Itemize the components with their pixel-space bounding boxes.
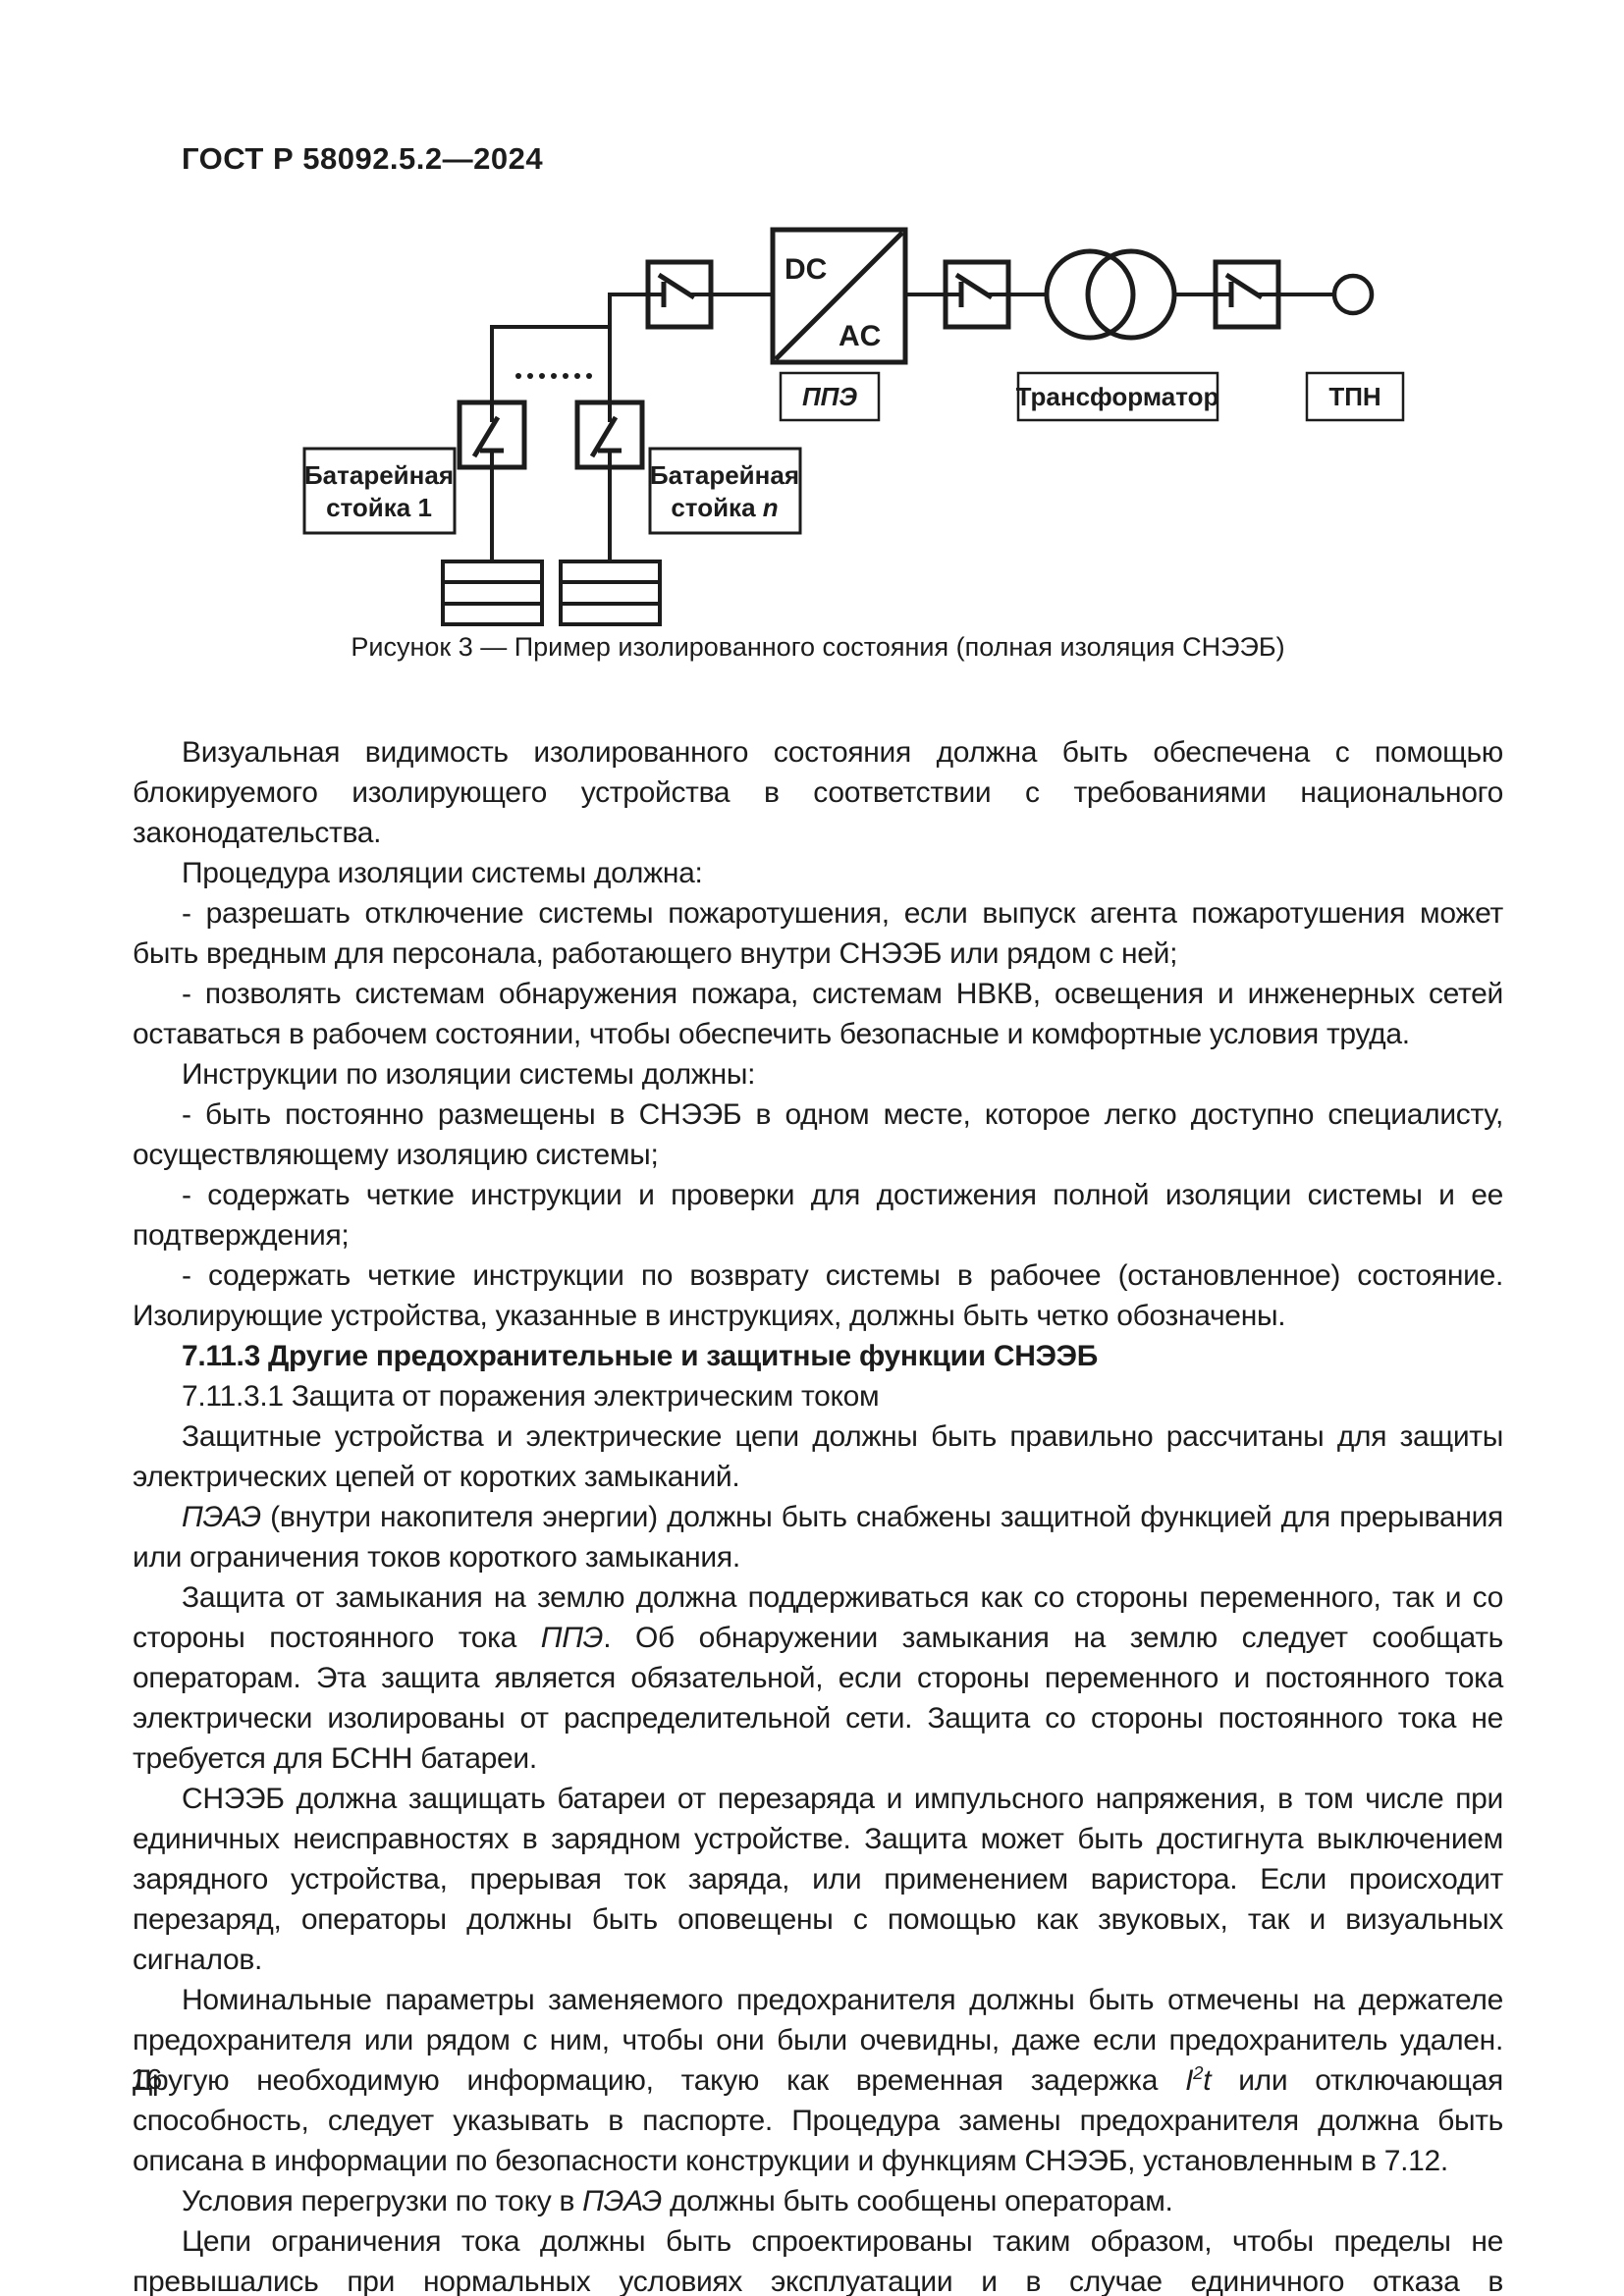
page-number: 16 xyxy=(131,2064,163,2096)
wiring-lines xyxy=(490,293,1333,561)
battery-stack-n-icon xyxy=(559,560,662,626)
ppe-label: ППЭ xyxy=(802,382,857,411)
disconnect-switch-output-icon xyxy=(1216,262,1278,327)
transformer-label: Трансформатор xyxy=(1016,382,1219,411)
transformer-label-box: Трансформатор xyxy=(1016,371,1219,422)
paragraph: Цепи ограничения тока должны быть спроек… xyxy=(133,2225,1503,2296)
page-header: ГОСТ Р 58092.5.2—2024 xyxy=(182,141,544,176)
disconnect-switch-ac-icon xyxy=(946,262,1008,327)
battery-string-switch-1-icon xyxy=(460,402,524,467)
paragraph: - содержать четкие инструкции по возврат… xyxy=(133,1259,1503,1332)
ppe-label-box: ППЭ xyxy=(779,371,881,422)
tpn-label-box: ТПН xyxy=(1305,371,1405,422)
paragraph: - позволять системам обнаружения пожара,… xyxy=(133,978,1503,1050)
paragraph: - разрешать отключение системы пожаротуш… xyxy=(133,897,1503,970)
paragraph: ПЭАЭ (внутри накопителя энергии) должны … xyxy=(133,1501,1503,1574)
battery-rack-n-label-line2: стойка n xyxy=(671,493,778,522)
battery-stack-1-icon xyxy=(441,560,544,626)
paragraph: 7.11.3.1 Защита от поражения электрическ… xyxy=(182,1380,880,1413)
paragraph: Визуальная видимость изолированного сост… xyxy=(133,736,1503,849)
paragraph: Условия перегрузки по току в ПЭАЭ должны… xyxy=(182,2185,1173,2217)
battery-rack-1-label-line2: стойка 1 xyxy=(326,493,432,522)
figure-3-diagram: DC AC ППЭ Трансформатор ТПН Батарейная с… xyxy=(302,227,1405,626)
paragraph: СНЭЭБ должна защищать батареи от перезар… xyxy=(133,1783,1503,1976)
output-terminal-icon xyxy=(1331,273,1375,316)
body-text: Визуальная видимость изолированного сост… xyxy=(133,732,1503,2296)
battery-string-switch-n-icon xyxy=(577,402,642,467)
battery-rack-n-label-line1: Батарейная xyxy=(650,460,799,490)
dc-label: DC xyxy=(785,253,827,286)
paragraph: Инструкции по изоляции системы должны: xyxy=(182,1058,756,1091)
ellipsis-dots-icon xyxy=(515,373,592,379)
ac-label: AC xyxy=(839,320,881,352)
paragraph: - быть постоянно размещены в СНЭЭБ в одн… xyxy=(133,1098,1503,1171)
paragraph: 7.11.3 Другие предохранительные и защитн… xyxy=(182,1340,1098,1372)
paragraph: Защита от замыкания на землю должна подд… xyxy=(133,1581,1504,1775)
transformer-icon xyxy=(1044,248,1177,341)
tpn-label: ТПН xyxy=(1328,382,1380,411)
figure-caption: Рисунок 3 — Пример изолированного состоя… xyxy=(351,632,1285,662)
battery-rack-1-label-line1: Батарейная xyxy=(304,460,454,490)
paragraph: Защитные устройства и электрические цепи… xyxy=(133,1420,1503,1493)
dc-ac-converter-icon: DC AC xyxy=(770,227,908,365)
battery-rack-n-label-box: Батарейная стойка n xyxy=(648,447,802,535)
disconnect-switch-dc-icon xyxy=(648,262,711,327)
paragraph: Номинальные параметры заменяемого предох… xyxy=(133,1984,1503,2177)
paragraph: Процедура изоляции системы должна: xyxy=(182,857,703,889)
paragraph: - содержать четкие инструкции и проверки… xyxy=(133,1179,1503,1252)
battery-rack-1-label-box: Батарейная стойка 1 xyxy=(302,447,457,535)
